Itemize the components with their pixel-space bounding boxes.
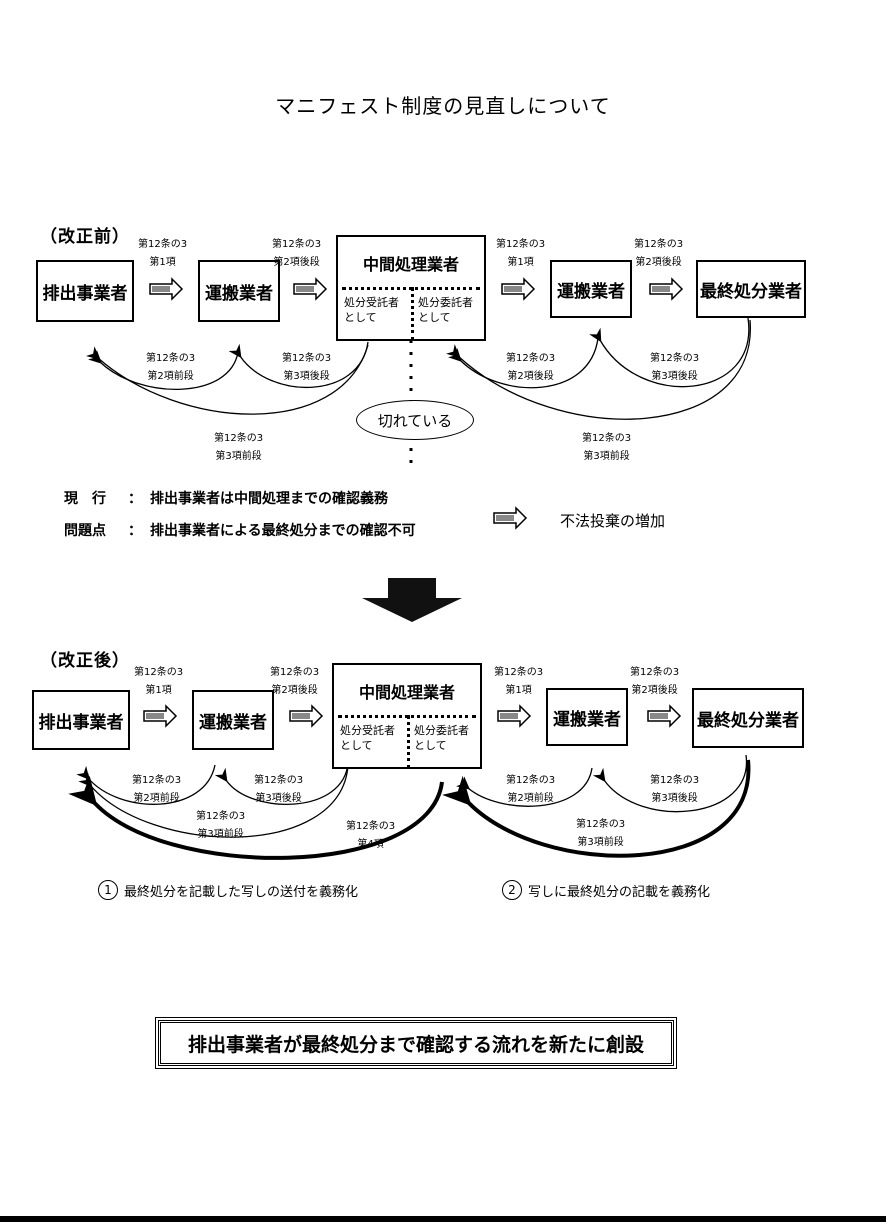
transition-down-arrow <box>362 578 462 622</box>
node-final-before: 最終処分業者 <box>696 260 806 318</box>
return-curve-before-mid-to-gen <box>85 344 369 415</box>
section-label-after: （改正後） <box>40 651 130 671</box>
return-curve-after-final-to-mid <box>442 759 751 858</box>
node-intermediate-before: 中間処理業者 処分受託者 として 処分委託者 として <box>336 235 486 341</box>
return-curve-before-t1-to-gen <box>87 350 239 390</box>
current-sep: ： <box>128 491 142 507</box>
page-title: マニフェスト制度の見直しについて <box>275 94 611 118</box>
intermediate-role-consignor: 処分委託者 として <box>418 296 473 324</box>
node-generator-before: 排出事業者 <box>36 260 134 322</box>
consequence-text: 不法投棄の増加 <box>560 512 666 530</box>
break-indicator-oval: 切れている <box>356 400 474 440</box>
return-curve-after-t2-to-mid <box>455 767 593 807</box>
node-generator-after: 排出事業者 <box>32 690 130 750</box>
node-transporter1-before: 運搬業者 <box>198 260 280 322</box>
intermediate-role-consignee: 処分受託者 として <box>344 296 399 324</box>
node-transporter1-after: 運搬業者 <box>192 690 274 750</box>
problem-label: 問題点 <box>64 523 106 539</box>
return-curve-after-t1-to-gen <box>76 764 216 805</box>
node-intermediate-after: 中間処理業者 処分受託者 として 処分委託者 として <box>332 663 482 769</box>
change-note-1: 1 最終処分を記載した写しの送付を義務化 <box>98 880 358 900</box>
return-curve-after-mid-to-gen <box>78 765 349 838</box>
return-curve-after-final-to-t2 <box>592 754 747 813</box>
scan-edge-bar <box>0 1216 886 1222</box>
number-badge: 1 <box>98 880 118 900</box>
node-final-after: 最終処分業者 <box>692 688 804 748</box>
intermediate-role-consignee: 処分受託者 として <box>340 724 395 752</box>
intermediate-title: 中間処理業者 <box>358 683 455 702</box>
current-label: 現 行 <box>64 491 106 507</box>
problem-sep: ： <box>128 523 142 539</box>
node-transporter2-before: 運搬業者 <box>550 260 632 318</box>
forward-arrow-after-1 <box>143 704 178 728</box>
return-curve-before-final-to-t2 <box>589 317 750 388</box>
consequence-arrow <box>493 506 528 530</box>
number-badge: 2 <box>502 880 522 900</box>
forward-arrow-after-3 <box>497 704 532 728</box>
forward-arrow-before-3 <box>501 277 536 301</box>
return-curve-before-t2-to-mid <box>448 337 599 389</box>
change-note-2: 2 写しに最終処分の記載を義務化 <box>502 880 710 900</box>
intermediate-role-consignor: 処分委託者 として <box>414 724 469 752</box>
forward-arrow-before-2 <box>293 277 328 301</box>
return-curve-after-final-to-gen <box>68 775 444 860</box>
forward-arrow-before-1 <box>149 277 184 301</box>
current-text: 排出事業者は中間処理までの確認義務 <box>150 491 388 507</box>
forward-arrow-after-2 <box>289 704 324 728</box>
forward-arrow-after-4 <box>647 704 682 728</box>
return-curve-before-final-to-mid <box>445 319 751 420</box>
dotted-divider-vertical <box>407 715 410 769</box>
problem-text: 排出事業者による最終処分までの確認不可 <box>150 523 416 539</box>
dotted-divider-vertical <box>411 287 414 341</box>
intermediate-title: 中間処理業者 <box>362 255 459 274</box>
conclusion-box: 排出事業者が最終処分まで確認する流れを新たに創設 <box>155 1017 677 1069</box>
return-curve-after-mid-to-t1 <box>214 761 349 805</box>
node-transporter2-after: 運搬業者 <box>546 688 628 746</box>
section-label-before: （改正前） <box>40 227 130 247</box>
forward-arrow-before-4 <box>649 277 684 301</box>
